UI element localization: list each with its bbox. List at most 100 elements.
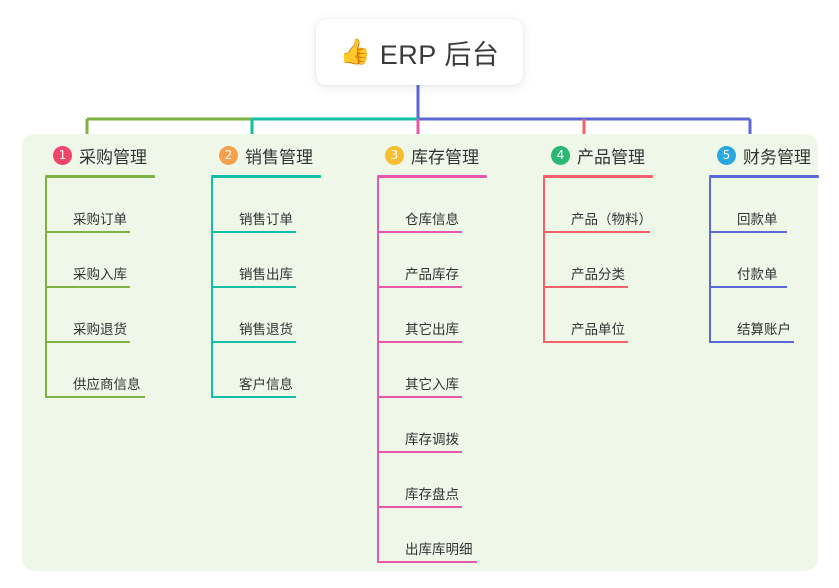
leaf-item-rule	[377, 286, 462, 288]
column-title-4: 产品管理	[577, 147, 645, 167]
leaf-item-label: 产品（物料）	[571, 211, 652, 227]
leaf-spine-2	[211, 178, 213, 398]
column-1: 1 采购管理采购订单采购入库采购退货供应商信息	[37, 140, 187, 398]
leaf-item[interactable]: 产品分类	[543, 233, 685, 288]
leaf-item-rule	[543, 341, 628, 343]
leaf-list-2: 销售订单销售出库销售退货客户信息	[211, 178, 353, 398]
leaf-item-label: 采购入库	[73, 266, 127, 282]
leaf-item-label: 销售订单	[239, 211, 293, 227]
leaf-item-label: 客户信息	[239, 376, 293, 392]
leaf-item[interactable]: 供应商信息	[45, 343, 187, 398]
leaf-item[interactable]: 采购退货	[45, 288, 187, 343]
leaf-item-rule	[377, 396, 462, 398]
column-header-2[interactable]: 2 销售管理	[203, 140, 353, 170]
leaf-item[interactable]: 产品库存	[377, 233, 519, 288]
leaf-item-rule	[709, 341, 794, 343]
column-rule-3	[377, 175, 487, 178]
leaf-item[interactable]: 付款单	[709, 233, 839, 288]
leaf-spine-4	[543, 178, 545, 343]
leaf-spine-5	[709, 178, 711, 343]
leaf-item-label: 出库库明细	[405, 541, 473, 557]
leaf-item[interactable]: 出库库明细	[377, 508, 519, 563]
root-node[interactable]: 👍 ERP 后台	[316, 19, 523, 85]
leaf-item-label: 库存盘点	[405, 486, 459, 502]
leaf-item-rule	[45, 396, 145, 398]
leaf-list-1: 采购订单采购入库采购退货供应商信息	[45, 178, 187, 398]
leaf-item-rule	[377, 231, 462, 233]
leaf-item-rule	[543, 286, 628, 288]
leaf-list-4: 产品（物料） 产品分类产品单位	[543, 178, 685, 343]
leaf-item-label: 结算账户	[737, 321, 791, 337]
leaf-item[interactable]: 产品单位	[543, 288, 685, 343]
leaf-item-label: 付款单	[737, 266, 778, 282]
column-title-2: 销售管理	[245, 147, 313, 167]
leaf-item[interactable]: 仓库信息	[377, 178, 519, 233]
leaf-item-rule	[45, 341, 130, 343]
leaf-item[interactable]: 回款单	[709, 178, 839, 233]
column-rule-5	[709, 175, 819, 178]
leaf-item-label: 采购订单	[73, 211, 127, 227]
leaf-item-label: 回款单	[737, 211, 778, 227]
leaf-item[interactable]: 客户信息	[211, 343, 353, 398]
leaf-item-rule	[45, 286, 130, 288]
column-header-1[interactable]: 1 采购管理	[37, 140, 187, 170]
leaf-item-rule	[709, 231, 787, 233]
column-title-5: 财务管理	[743, 147, 811, 167]
leaf-item-rule	[377, 561, 477, 563]
leaf-item[interactable]: 结算账户	[709, 288, 839, 343]
leaf-item-label: 产品库存	[405, 266, 459, 282]
leaf-item[interactable]: 销售订单	[211, 178, 353, 233]
column-title-3: 库存管理	[411, 147, 479, 167]
content-panel	[22, 134, 818, 571]
leaf-item[interactable]: 采购入库	[45, 233, 187, 288]
leaf-item-rule	[709, 286, 787, 288]
leaf-item-rule	[211, 286, 296, 288]
leaf-item-rule	[211, 231, 296, 233]
leaf-item[interactable]: 销售出库	[211, 233, 353, 288]
leaf-item[interactable]: 产品（物料）	[543, 178, 685, 233]
column-header-3[interactable]: 3 库存管理	[369, 140, 519, 170]
leaf-item-label: 供应商信息	[73, 376, 141, 392]
column-badge-2: 2	[219, 145, 238, 165]
column-header-5[interactable]: 5 财务管理	[701, 140, 839, 170]
column-5: 5 财务管理回款单付款单结算账户	[701, 140, 839, 343]
leaf-spine-1	[45, 178, 47, 398]
leaf-item-rule	[377, 341, 462, 343]
column-badge-4: 4	[551, 145, 570, 165]
leaf-item[interactable]: 库存调拨	[377, 398, 519, 453]
column-4: 4 产品管理产品（物料） 产品分类产品单位	[535, 140, 685, 343]
column-title-1: 采购管理	[79, 147, 147, 167]
leaf-item-rule	[377, 506, 462, 508]
thumbs-up-icon: 👍	[339, 37, 371, 66]
leaf-item-label: 仓库信息	[405, 211, 459, 227]
leaf-item-rule	[377, 451, 462, 453]
leaf-spine-3	[377, 178, 379, 563]
leaf-list-5: 回款单付款单结算账户	[709, 178, 839, 343]
leaf-item[interactable]: 采购订单	[45, 178, 187, 233]
leaf-item-label: 其它入库	[405, 376, 459, 392]
leaf-item-rule	[211, 396, 296, 398]
column-rule-4	[543, 175, 653, 178]
leaf-item-label: 采购退货	[73, 321, 127, 337]
column-badge-1: 1	[53, 145, 72, 165]
leaf-item-rule	[543, 231, 650, 233]
column-rule-1	[45, 175, 155, 178]
leaf-list-3: 仓库信息产品库存其它出库其它入库库存调拨库存盘点出库库明细	[377, 178, 519, 563]
leaf-item-rule	[45, 231, 130, 233]
leaf-item[interactable]: 销售退货	[211, 288, 353, 343]
leaf-item[interactable]: 库存盘点	[377, 453, 519, 508]
column-3: 3 库存管理仓库信息产品库存其它出库其它入库库存调拨库存盘点出库库明细	[369, 140, 519, 563]
leaf-item-label: 产品单位	[571, 321, 625, 337]
leaf-item-label: 其它出库	[405, 321, 459, 337]
leaf-item-label: 销售出库	[239, 266, 293, 282]
leaf-item-label: 销售退货	[239, 321, 293, 337]
leaf-item[interactable]: 其它出库	[377, 288, 519, 343]
leaf-item-label: 产品分类	[571, 266, 625, 282]
column-2: 2 销售管理销售订单销售出库销售退货客户信息	[203, 140, 353, 398]
column-header-4[interactable]: 4 产品管理	[535, 140, 685, 170]
root-node-title: ERP 后台	[379, 39, 500, 70]
column-badge-3: 3	[385, 145, 404, 165]
column-badge-5: 5	[717, 145, 736, 165]
leaf-item[interactable]: 其它入库	[377, 343, 519, 398]
